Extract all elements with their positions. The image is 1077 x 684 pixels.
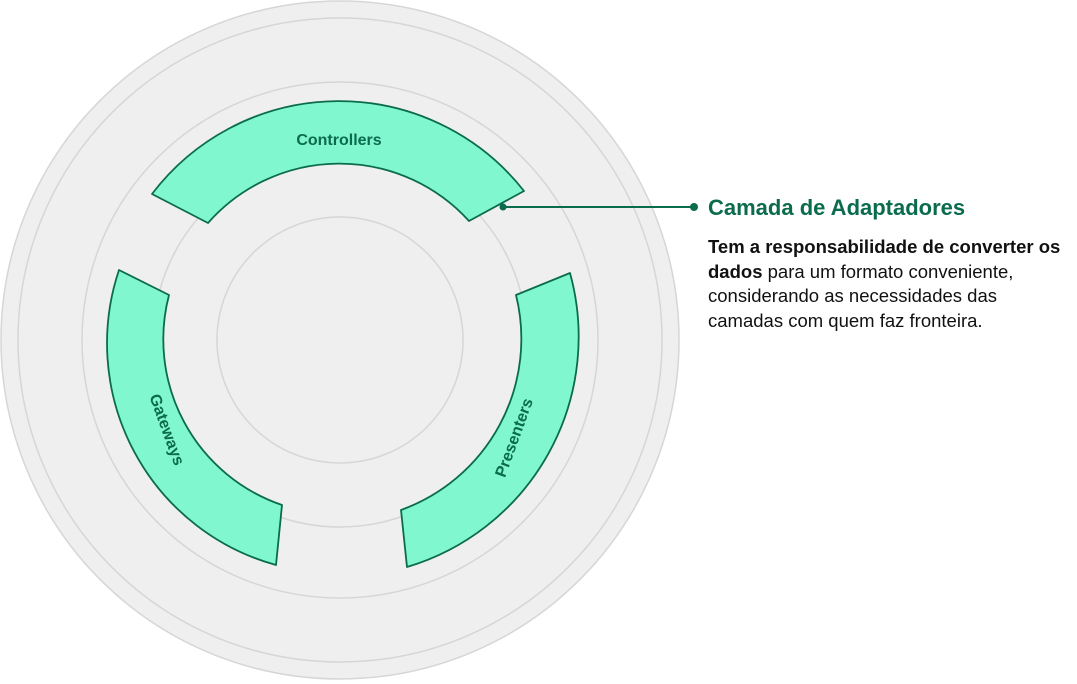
- callout-description-rest: para um formato conveniente, considerand…: [708, 260, 1014, 331]
- controllers-label: Controllers: [296, 132, 381, 149]
- presenters-segment: [400, 272, 580, 568]
- gateways-segment: [106, 269, 283, 566]
- adapters-layer-callout: Camada de Adaptadores Tem a responsabili…: [708, 193, 1068, 333]
- callout-description-bold: Tem a responsabilidade de converter os d…: [708, 236, 1061, 282]
- callout-connector-end-dot: [690, 203, 698, 211]
- callout-connector-start-dot: [499, 203, 507, 211]
- callout-title: Camada de Adaptadores: [708, 195, 966, 220]
- controllers-segment: [151, 100, 525, 224]
- callout-description: Tem a responsabilidade de converter os d…: [708, 235, 1068, 333]
- core-circle: [216, 216, 464, 464]
